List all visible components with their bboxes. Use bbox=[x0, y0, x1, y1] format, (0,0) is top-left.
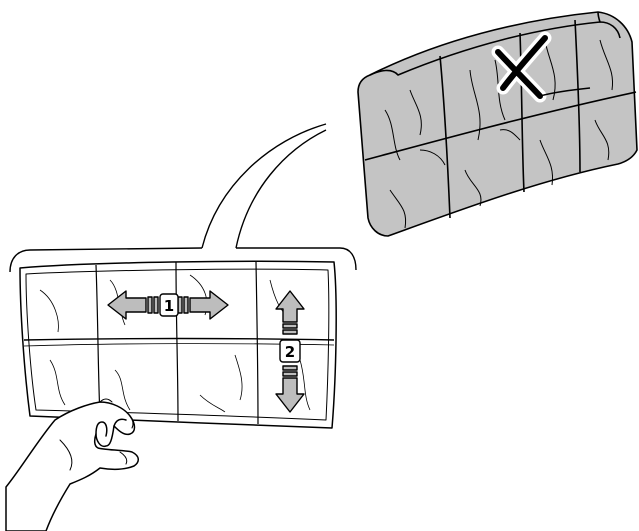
step-1-label: 1 bbox=[164, 297, 174, 315]
hand-icon bbox=[6, 399, 138, 531]
step-2-label: 2 bbox=[285, 343, 295, 361]
callout-outline bbox=[10, 124, 356, 272]
